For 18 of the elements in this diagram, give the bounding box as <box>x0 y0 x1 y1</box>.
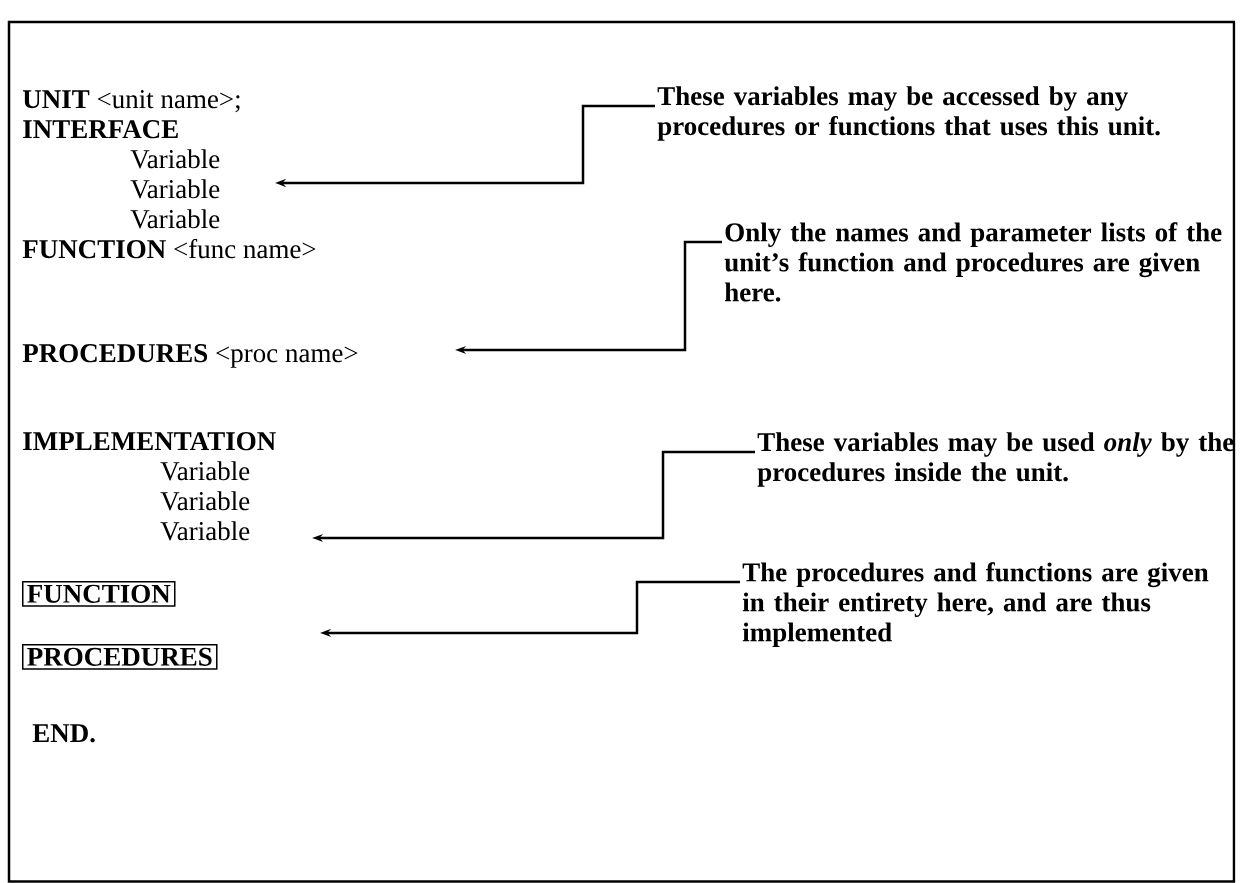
code-line: FUNCTION <func name> <box>22 239 316 259</box>
code-line: IMPLEMENTATION <box>23 432 276 451</box>
boxed-keyword: FUNCTION <box>22 581 176 607</box>
code-line: PROCEDURES <proc name> <box>22 344 358 368</box>
annotation-text: Only the names and parameter lists of the unit’s function and procedures are given here. <box>724 222 1222 302</box>
code-line: Variable <box>160 461 250 481</box>
boxed-keyword: PROCEDURES <box>22 644 218 670</box>
code-line: Variable <box>130 209 220 229</box>
code-line: Variable <box>130 179 220 199</box>
code-line: END. <box>32 724 95 743</box>
annotation-text: The procedures and functions are given in their entirety here, and are thus implemented <box>742 562 1209 647</box>
annotation-text: These variables may be used only by the procedures inside the unit. <box>757 432 1234 487</box>
code-line: INTERFACE <box>23 120 178 139</box>
annotation-text: These variables may be accessed by any procedures or functions that uses this unit. <box>657 86 1160 141</box>
code-line: Variable <box>160 491 250 511</box>
code-line: Variable <box>130 149 220 169</box>
code-line: Variable <box>160 521 250 541</box>
code-line: UNIT <unit name>; <box>22 90 240 113</box>
